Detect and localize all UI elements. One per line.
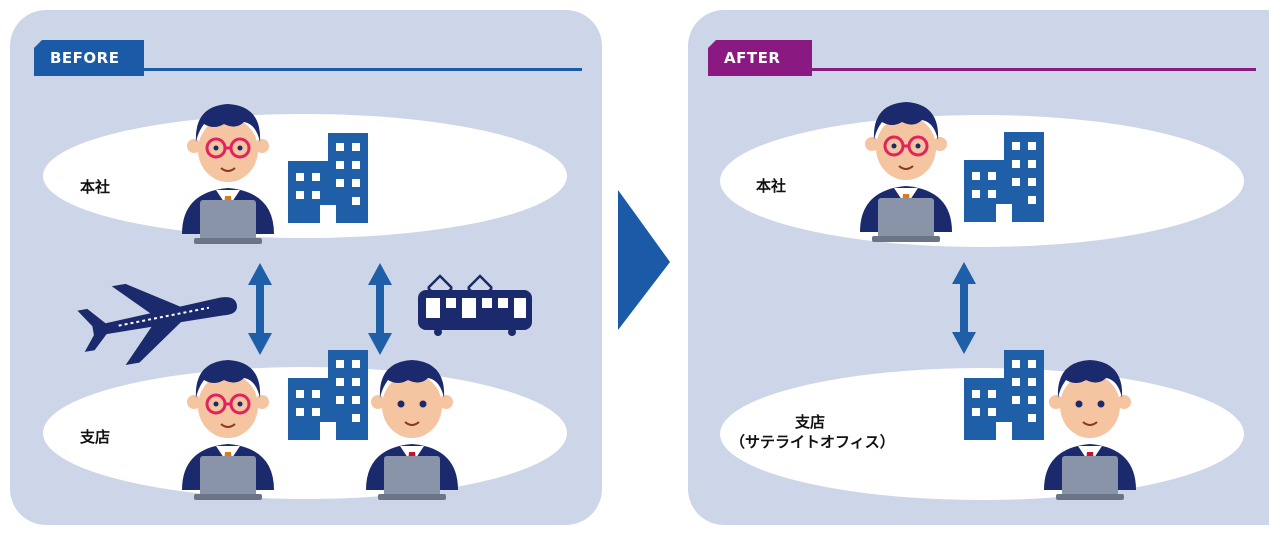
after-tab-label: AFTER: [724, 49, 781, 67]
after-double-arrow-icon: [952, 262, 976, 354]
after-branch-label-line1: 支店: [794, 413, 825, 431]
before-hq-label: 本社: [80, 178, 111, 196]
airplane-icon: [77, 283, 238, 366]
before-branch-building-icon: [288, 350, 368, 440]
after-branch-label-line2: （サテライトオフィス）: [730, 433, 895, 451]
after-tab: AFTER: [708, 40, 812, 76]
after-branch-building-icon: [964, 350, 1044, 440]
after-tab-underline: [708, 68, 1256, 71]
after-branch-label: 支店 （サテライトオフィス）: [730, 412, 895, 452]
before-left-double-arrow-icon: [248, 263, 272, 355]
before-tab: BEFORE: [34, 40, 144, 76]
before-tab-underline: [34, 68, 582, 71]
train-icon: [418, 274, 532, 336]
after-hq-label: 本社: [756, 177, 787, 195]
before-branch-label: 支店: [80, 428, 111, 446]
transition-arrow-icon: [618, 190, 670, 330]
before-tab-label: BEFORE: [50, 49, 120, 67]
before-right-double-arrow-icon: [368, 263, 392, 355]
